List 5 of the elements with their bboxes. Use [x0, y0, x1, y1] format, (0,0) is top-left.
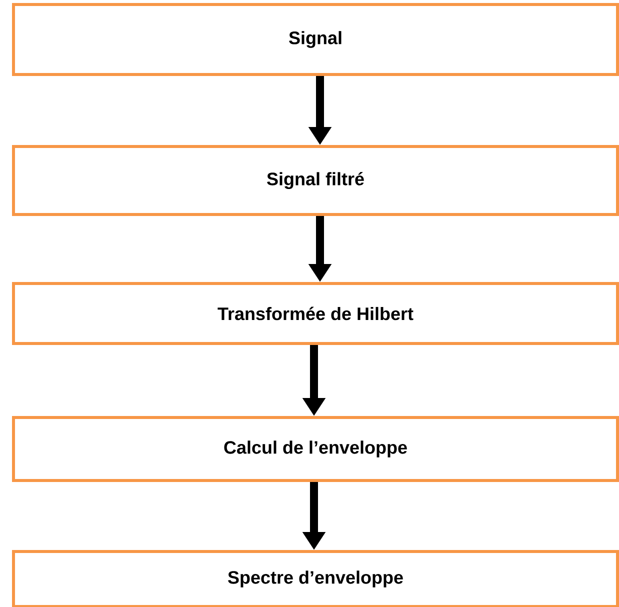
process-box: Calcul de l’enveloppe	[12, 416, 619, 482]
process-box: Signal	[12, 3, 619, 76]
process-box: Spectre d’enveloppe	[12, 550, 619, 607]
process-box: Signal filtré	[12, 145, 619, 216]
process-box: Transformée de Hilbert	[12, 282, 619, 345]
